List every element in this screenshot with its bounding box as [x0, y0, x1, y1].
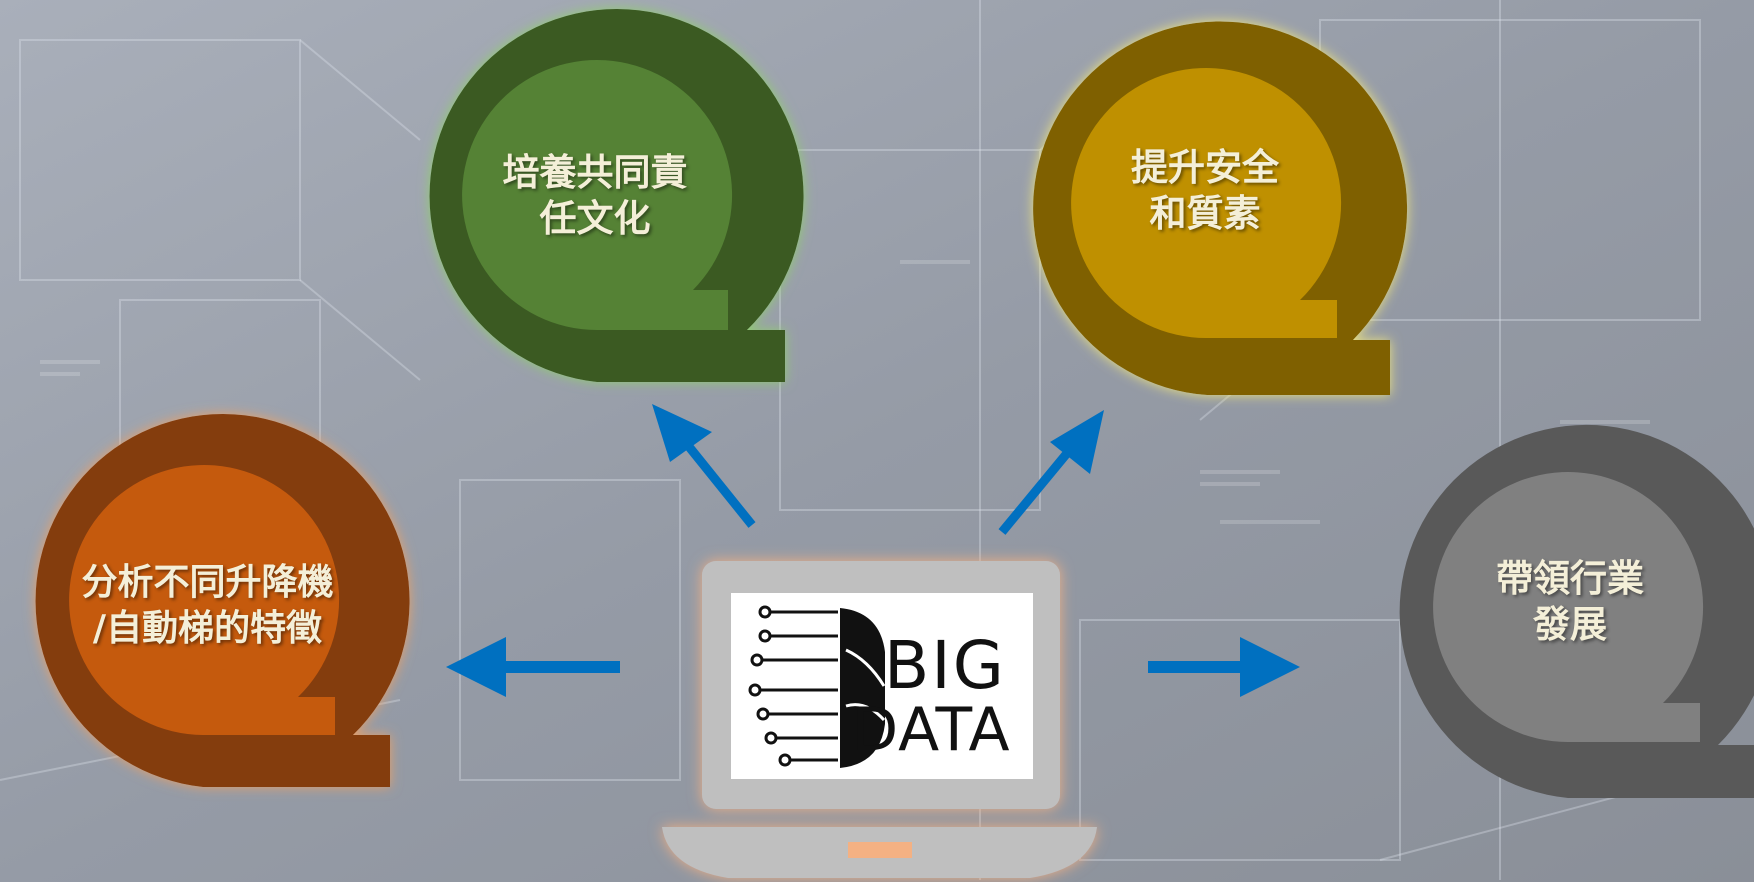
- laptop-trackpad: [848, 842, 912, 858]
- arrow-to-analyze: [446, 637, 620, 697]
- node-analyze: [35, 414, 410, 787]
- arrow-to-culture: [652, 404, 756, 528]
- circuit-brain-icon: [748, 605, 838, 767]
- node-lead-inner: [1433, 472, 1704, 742]
- node-lead: [1399, 424, 1754, 798]
- node-culture-inner: [462, 59, 733, 331]
- node-safety: [1033, 21, 1408, 395]
- node-analyze-label-line2: /自動梯的特徵: [92, 608, 323, 649]
- node-analyze-label: 分析不同升降機 /自動梯的特徵: [20, 560, 395, 652]
- logo-line2: DATA: [852, 695, 1011, 765]
- node-lead-label-line1: 帶領行業: [1496, 557, 1644, 600]
- node-safety-label: 提升安全 和質素: [1055, 145, 1355, 237]
- node-analyze-inner: [69, 465, 340, 735]
- big-data-logo: BIG DATA: [748, 605, 1011, 768]
- logo-line1: BIG: [884, 627, 1006, 704]
- node-safety-label-line2: 和質素: [1149, 192, 1261, 235]
- node-analyze-label-line1: 分析不同升降機: [81, 562, 334, 603]
- node-safety-label-line1: 提升安全: [1131, 146, 1279, 189]
- brain-divider: [845, 648, 886, 722]
- arrow-to-safety: [998, 410, 1104, 535]
- node-culture-label-line1: 培養共同責: [502, 151, 688, 194]
- node-culture-label: 培養共同責 任文化: [440, 150, 750, 242]
- node-safety-inner: [1071, 68, 1342, 339]
- arrow-to-lead: [1148, 637, 1300, 697]
- node-lead-label-line2: 發展: [1533, 603, 1607, 646]
- node-culture-label-line2: 任文化: [539, 197, 651, 240]
- brain-half-shape: [840, 608, 885, 768]
- node-lead-label: 帶領行業 發展: [1420, 556, 1720, 648]
- node-culture: [429, 9, 804, 382]
